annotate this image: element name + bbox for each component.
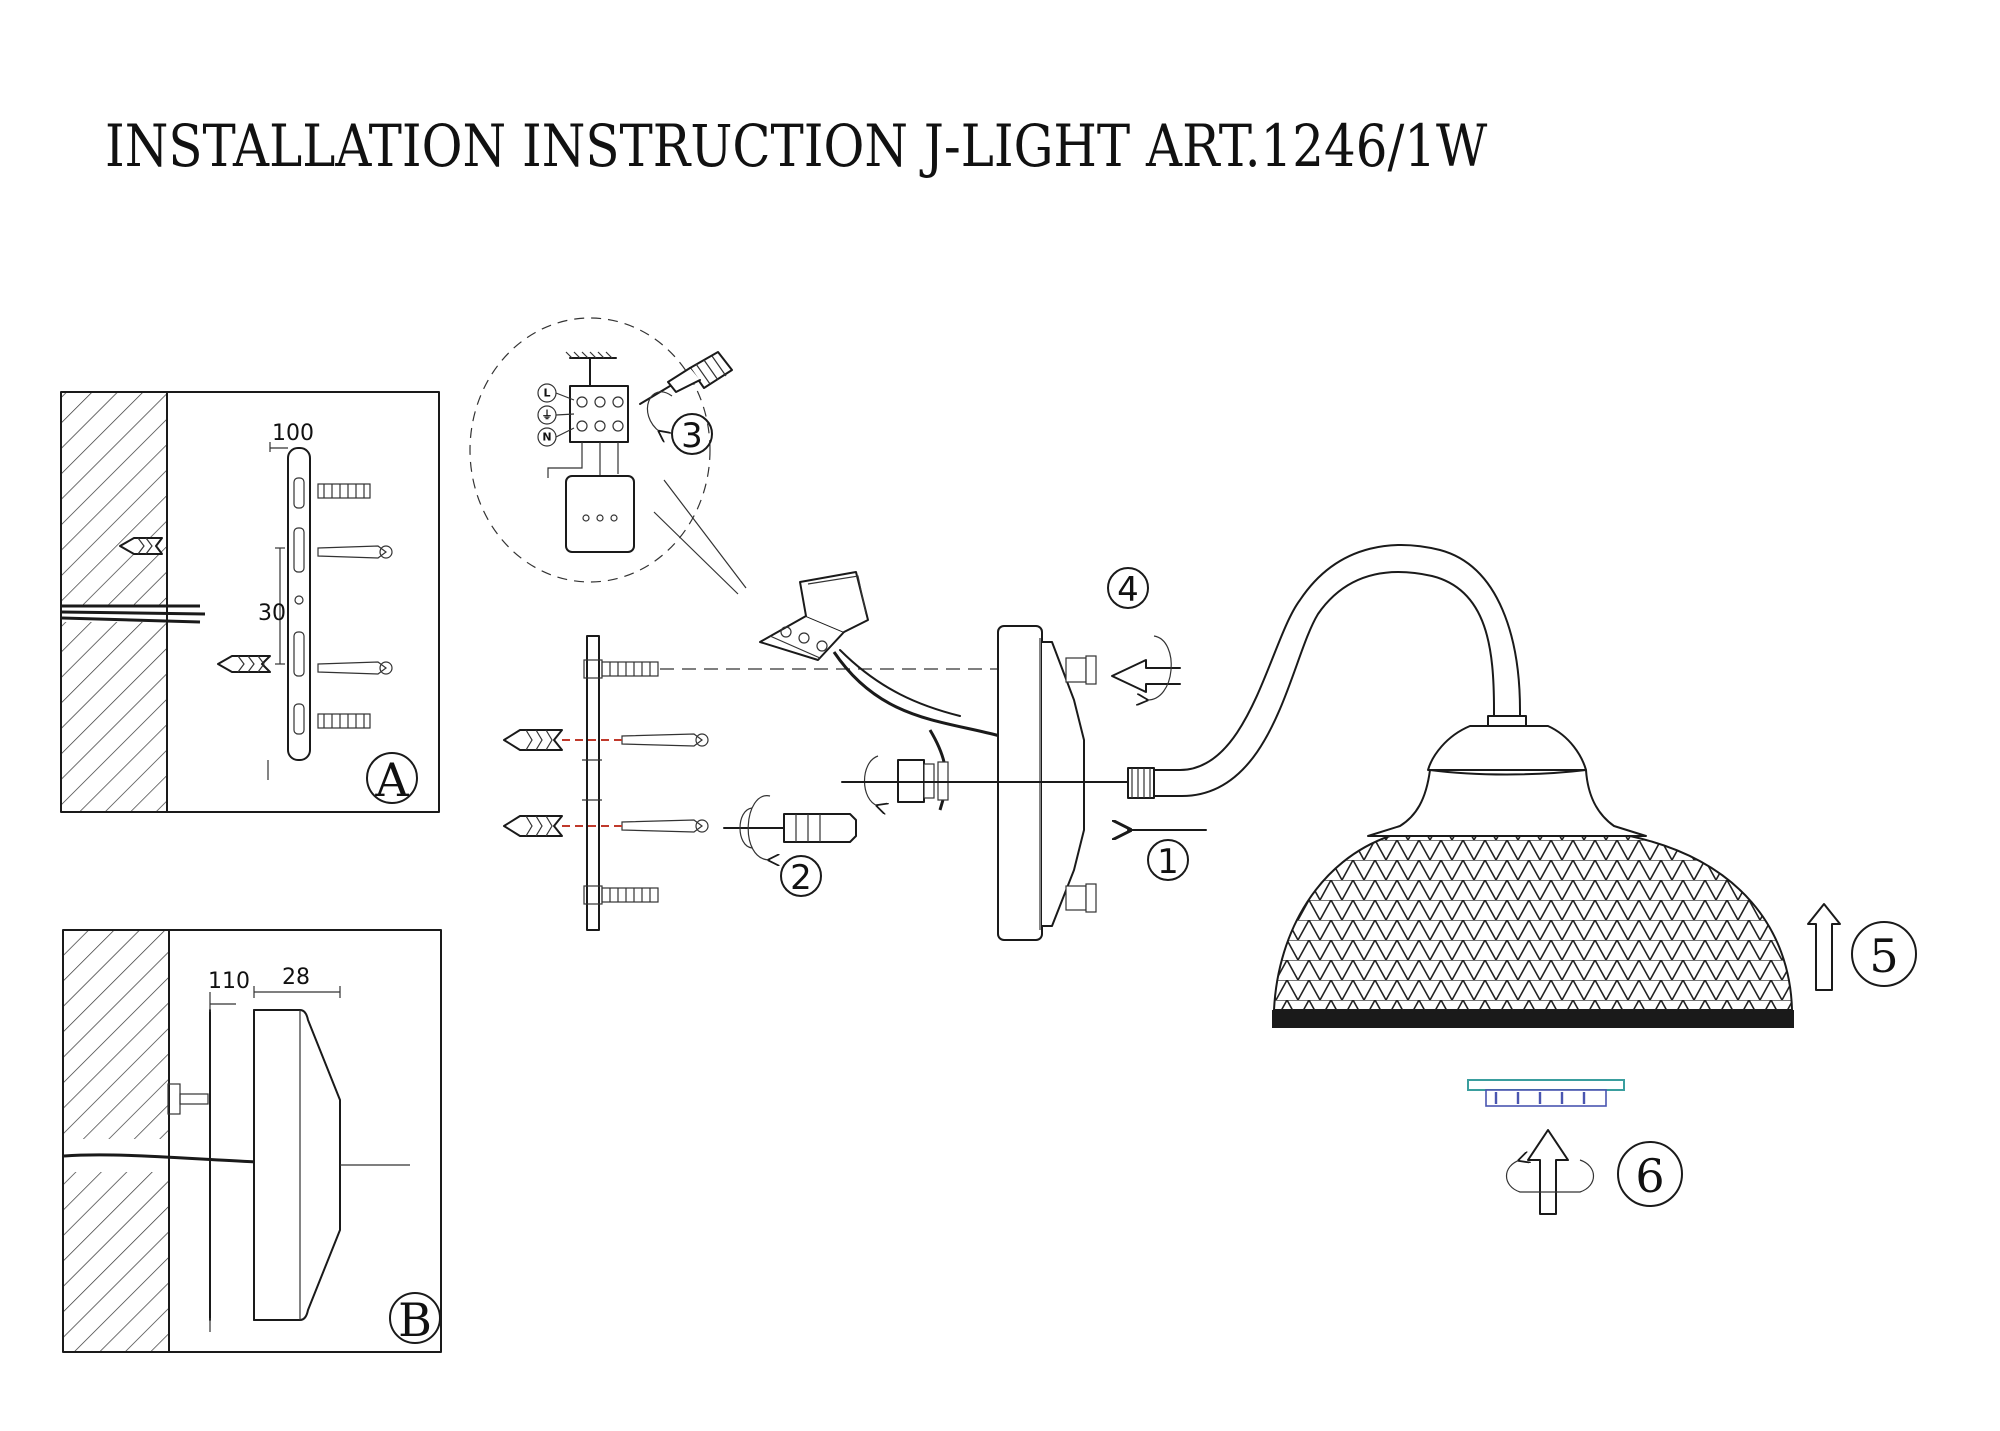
screwdriver-icon: [639, 351, 733, 405]
shade-rim: [1272, 1010, 1794, 1028]
step-marker: [1107, 567, 1149, 609]
wood-screw: [621, 733, 709, 747]
panel-label: B: [398, 1293, 432, 1347]
dimension-label: 110: [208, 969, 250, 994]
lamp-holder: [1367, 715, 1647, 837]
bracket-bolt: [601, 887, 659, 903]
wall-section-upper: [62, 393, 167, 605]
panel-b: 110 28 B: [62, 929, 442, 1353]
bracket-bolt: [317, 713, 371, 729]
bracket-bolt: [601, 661, 659, 677]
bracket-bolt: [317, 483, 371, 499]
wall-section-upper: [64, 931, 169, 1139]
terminal-label-neutral: N: [542, 431, 551, 444]
wall-section-lower: [62, 622, 167, 811]
mounting-bracket-assembly: [582, 635, 709, 931]
page-title: INSTALLATION INSTRUCTION J-LIGHT ART.124…: [105, 112, 1488, 180]
detail-callout-ellipse: [469, 317, 711, 583]
wall-socket: [565, 475, 635, 553]
step-number: 2: [790, 858, 812, 898]
step-marker: [1147, 839, 1189, 881]
mains-cable: [63, 1153, 261, 1164]
insert-arrow-icon: [1527, 1129, 1569, 1215]
step-number: 4: [1117, 570, 1139, 610]
dimension-label: 100: [272, 421, 314, 446]
step-number: 6: [1635, 1149, 1664, 1203]
wall-dowel-icon: [217, 655, 271, 673]
insert-arrow-icon: [1807, 903, 1841, 991]
step-number: 5: [1869, 929, 1898, 983]
wall-dowel-icon: [503, 729, 563, 751]
canopy-side-profile: [209, 1009, 410, 1321]
gooseneck-arm: [1127, 544, 1521, 799]
insert-arrow-icon: [1111, 659, 1181, 693]
screwdriver-icon: [723, 807, 857, 849]
lamp-shade: [1272, 835, 1794, 1028]
wall-section-lower: [64, 1172, 169, 1351]
step-marker: [671, 413, 713, 455]
step-number: 3: [681, 416, 703, 456]
decorative-cap-nut: [1065, 883, 1097, 913]
step-marker: [780, 855, 822, 897]
panel-a-frame: [60, 391, 440, 813]
step-marker: [1617, 1141, 1683, 1207]
dimension-label: 28: [282, 965, 310, 990]
panel-a: 100 30 A: [60, 391, 440, 813]
terminal-label-earth: ⏚: [542, 409, 553, 422]
wiring-detail: L ⏚ N: [469, 317, 747, 595]
panel-label: A: [374, 753, 409, 807]
dimension-label: 30: [258, 601, 286, 626]
terminal-block: [569, 385, 629, 443]
wall-dowel-icon: [503, 815, 563, 837]
junction-box: [759, 571, 869, 661]
terminal-label-live: L: [543, 387, 550, 400]
step-marker: [1851, 921, 1917, 987]
decorative-cap-nut: [1065, 655, 1097, 685]
mains-cable: [61, 604, 206, 624]
wood-screw: [317, 661, 393, 675]
step-number: 1: [1157, 842, 1179, 882]
led-bulb: [1467, 1079, 1625, 1107]
lamp-wire: [832, 651, 1001, 738]
wood-screw: [317, 545, 393, 559]
mounting-bracket: [287, 447, 311, 761]
wood-screw: [621, 819, 709, 833]
bracket-bolt: [167, 1083, 209, 1115]
wall-dowel-icon: [119, 537, 163, 555]
panel-b-frame: [62, 929, 442, 1353]
